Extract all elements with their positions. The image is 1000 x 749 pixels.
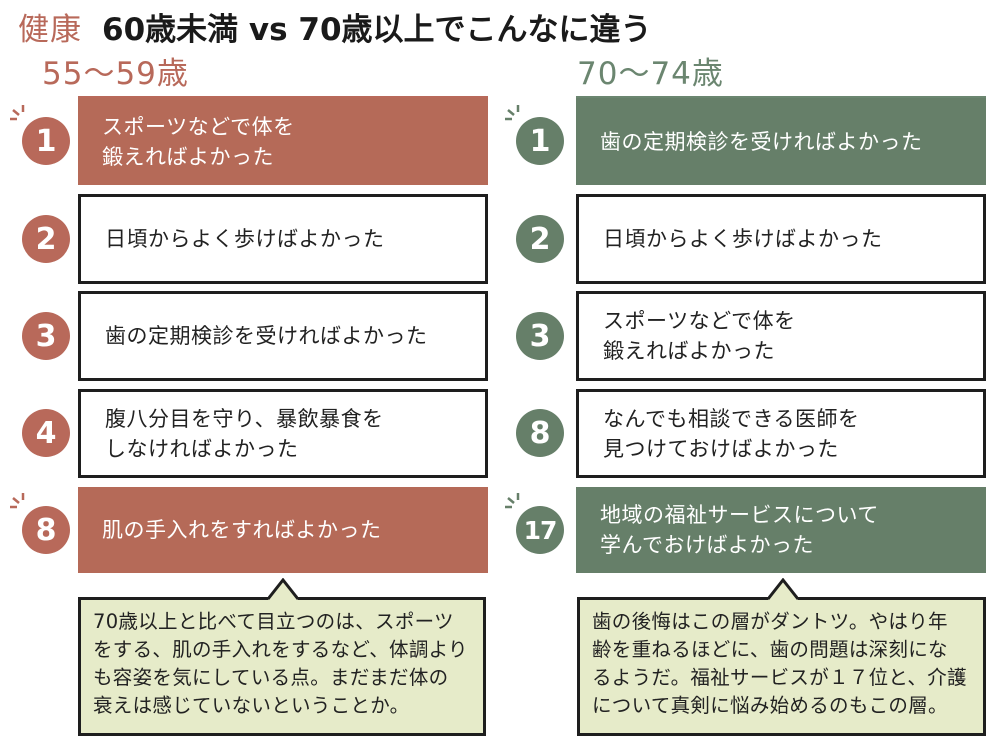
list-item: スポーツなどで体を 鍛えればよかった (78, 98, 488, 185)
list-item: 日頃からよく歩けばよかった (78, 194, 488, 284)
list-item: なんでも相談できる医師を 見つけておけばよかった (576, 389, 986, 478)
right-age-label: 70〜74歳 (577, 56, 724, 92)
item-text: 地域の福祉サービスについて 学んでおけばよかった (600, 503, 879, 557)
sparkle-icon (505, 493, 520, 509)
rank-number: 8 (35, 512, 57, 548)
rank-badge: 1 (22, 117, 70, 165)
item-text: 日頃からよく歩けばよかった (603, 227, 883, 251)
right-divider (576, 96, 986, 98)
list-item: スポーツなどで体を 鍛えればよかった (576, 291, 986, 381)
sparkle-icon (10, 105, 25, 121)
list-item: 歯の定期検診を受ければよかった (78, 291, 488, 381)
comment-callout: 70歳以上と比べて目立つのは、スポーツ をする、肌の手入れをするなど、体調より … (78, 597, 486, 736)
rank-badge: 8 (516, 409, 564, 457)
sparkle-icon (505, 105, 520, 121)
item-text: 日頃からよく歩けばよかった (105, 227, 385, 251)
rank-badge: 4 (22, 409, 70, 457)
left-age-label: 55〜59歳 (42, 56, 189, 92)
page-title: 60歳未満 vs 70歳以上でこんなに違う (102, 12, 652, 48)
callout-pointer (768, 578, 798, 600)
item-text: 歯の定期検診を受ければよかった (600, 129, 923, 154)
item-text: 腹八分目を守り、暴飲暴食を しなければよかった (105, 406, 384, 461)
rank-badge: 3 (516, 312, 564, 360)
list-item: 歯の定期検診を受ければよかった (576, 98, 986, 185)
rank-badge: 17 (516, 506, 564, 554)
item-text: なんでも相談できる医師を 見つけておけばよかった (603, 406, 860, 461)
list-item: 日頃からよく歩けばよかった (576, 194, 986, 284)
callout-pointer (268, 578, 298, 600)
rank-badge: 2 (22, 215, 70, 263)
list-item: 腹八分目を守り、暴飲暴食を しなければよかった (78, 389, 488, 478)
item-text: 歯の定期検診を受ければよかった (105, 324, 428, 348)
item-text: 肌の手入れをすればよかった (102, 518, 382, 542)
rank-number: 3 (529, 318, 551, 354)
item-text: スポーツなどで体を 鍛えればよかった (102, 114, 295, 169)
rank-number: 2 (35, 221, 57, 257)
comment-text: 歯の後悔はこの層がダントツ。やはり年 齢を重ねるほどに、歯の問題は深刻にな るよ… (592, 610, 967, 717)
left-divider (78, 96, 488, 98)
rank-number: 3 (35, 318, 57, 354)
rank-number: 1 (529, 123, 551, 159)
rank-badge: 8 (22, 506, 70, 554)
category-label: 健康 (18, 12, 82, 48)
item-text: スポーツなどで体を 鍛えればよかった (603, 309, 796, 363)
header: 健康 60歳未満 vs 70歳以上でこんなに違う (18, 4, 652, 48)
comment-text: 70歳以上と比べて目立つのは、スポーツ をする、肌の手入れをするなど、体調より … (93, 610, 468, 717)
rank-number: 4 (35, 415, 57, 451)
rank-number: 8 (529, 415, 551, 451)
list-item: 肌の手入れをすればよかった (78, 487, 488, 573)
rank-number: 1 (35, 123, 57, 159)
comment-callout: 歯の後悔はこの層がダントツ。やはり年 齢を重ねるほどに、歯の問題は深刻にな るよ… (577, 597, 986, 736)
rank-badge: 2 (516, 215, 564, 263)
rank-number: 2 (529, 221, 551, 257)
rank-number: 17 (523, 515, 558, 545)
rank-badge: 1 (516, 117, 564, 165)
sparkle-icon (10, 493, 25, 509)
list-item: 地域の福祉サービスについて 学んでおけばよかった (576, 487, 986, 573)
rank-badge: 3 (22, 312, 70, 360)
